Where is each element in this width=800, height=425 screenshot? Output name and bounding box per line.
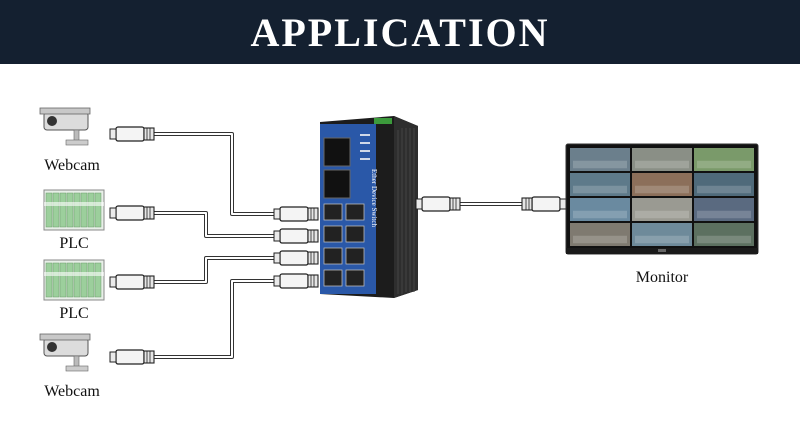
diagram-canvas: Webcam PLC PLC Webcam [39, 107, 759, 400]
cable-webcam-top [152, 132, 280, 216]
monitor-tile [570, 198, 630, 221]
monitor-video-tiles [570, 148, 754, 246]
network-diagram: Webcam PLC PLC Webcam [0, 64, 800, 420]
switch-label: Ether Device Switch [370, 169, 378, 227]
rj45-plug-group-switch [273, 206, 319, 289]
monitor-tile [694, 223, 754, 246]
cable-plc-bottom [152, 256, 280, 284]
monitor-tile [632, 148, 692, 171]
monitor-tile [694, 173, 754, 196]
monitor-tile [694, 148, 754, 171]
plc-top-label: PLC [59, 235, 88, 252]
rj45-plug-switch-out [415, 196, 461, 212]
rj45-plug-monitor-in [521, 196, 567, 212]
webcam-bottom-label: Webcam [44, 383, 100, 400]
monitor-tile [570, 223, 630, 246]
monitor-tile [570, 173, 630, 196]
monitor-tile [632, 198, 692, 221]
plc-bottom-label: PLC [59, 305, 88, 322]
header-banner: APPLICATION [0, 0, 800, 64]
monitor-tile [694, 198, 754, 221]
webcam-icon-top [39, 107, 91, 146]
ethernet-switch: Ether Device Switch [320, 116, 418, 298]
monitor-label: Monitor [636, 269, 689, 286]
monitor-tile [570, 148, 630, 171]
cable-webcam-bottom [152, 279, 280, 359]
page-title: APPLICATION [250, 9, 550, 55]
webcam-icon-bottom [39, 333, 91, 372]
plc-icon-bottom [43, 259, 105, 301]
webcam-top-label: Webcam [44, 157, 100, 174]
rj45-plug-group-left [109, 126, 155, 365]
monitor-tile [632, 223, 692, 246]
plc-icon-top [43, 189, 105, 231]
monitor-tile [632, 173, 692, 196]
monitor-display [565, 143, 759, 255]
cable-plc-top [152, 211, 280, 238]
